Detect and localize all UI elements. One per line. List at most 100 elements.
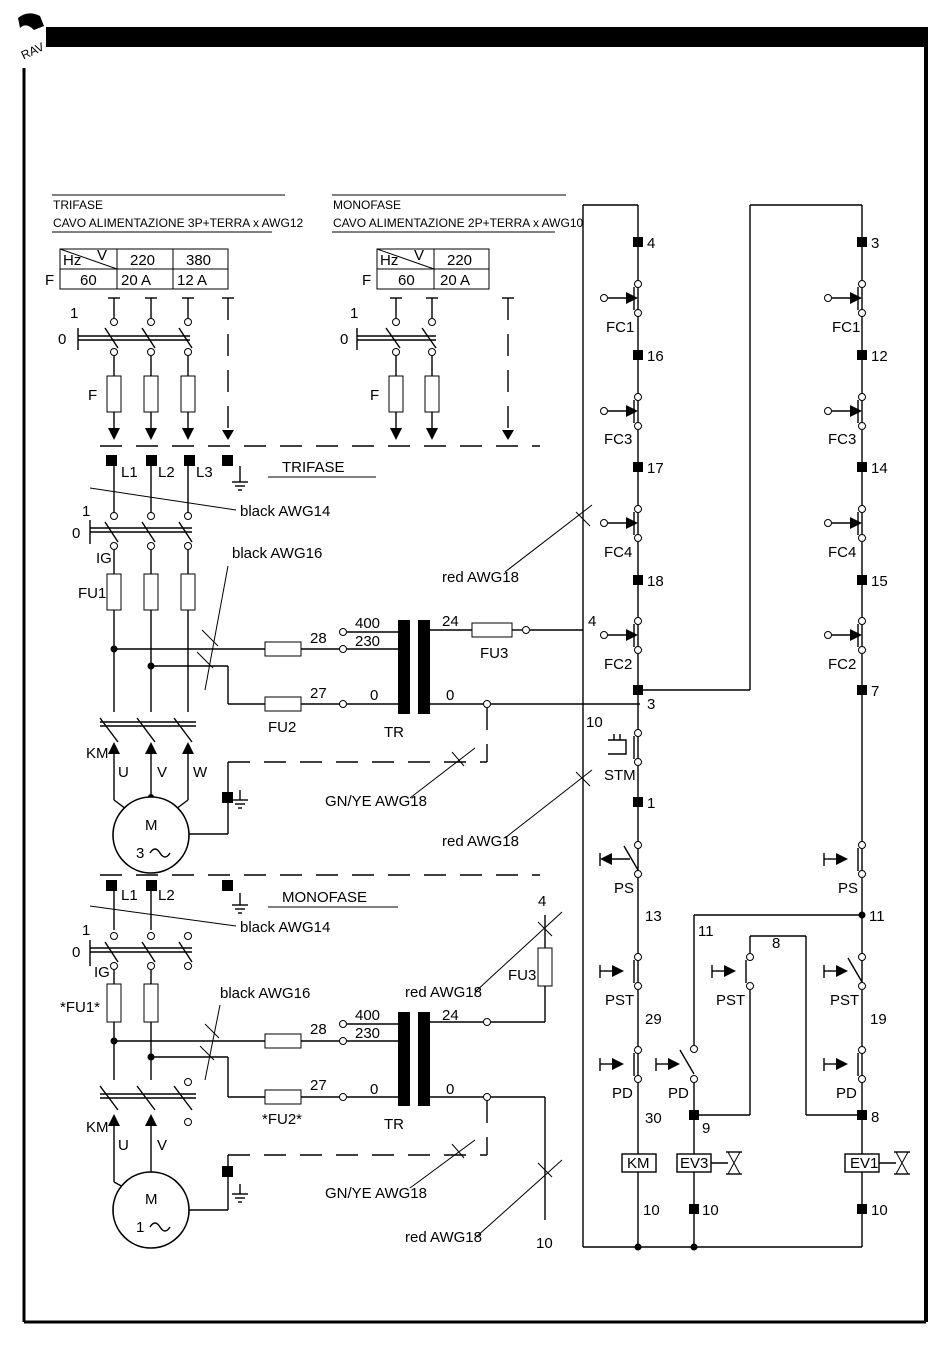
label-ladder-left-n29: 29 [645, 1011, 662, 1028]
trifase-pole-2 [141, 297, 159, 440]
wire-circle [858, 393, 866, 401]
label-ladder-right-nodes-0: 12 [871, 348, 888, 365]
mono-phase-label-l2: L2 [158, 887, 175, 904]
wire-circle [184, 932, 192, 940]
label-components-U: U [118, 764, 129, 781]
wire-circle [634, 982, 642, 990]
label-transformer-s0: 0 [446, 687, 454, 704]
wire-line [89, 487, 237, 511]
wire-rect [398, 620, 410, 714]
label-ladder-left-nodes-1: 17 [647, 460, 664, 477]
wire-circle [184, 962, 192, 970]
logo-text: RAV [19, 40, 46, 63]
wire-circle [634, 534, 642, 542]
wire-rect [222, 880, 233, 891]
label-ladder-right-n8: 8 [871, 1109, 879, 1126]
cable-red18-monofase-bottom: red AWG18 [405, 1229, 482, 1246]
label-components-zero: 0 [72, 944, 80, 961]
wire-polygon [626, 405, 638, 417]
wire-circle [690, 1045, 698, 1053]
wire-rect [46, 27, 926, 47]
label-components-V: V [157, 764, 167, 781]
label-components-M: M [145, 817, 158, 834]
label-components-one: 1 [82, 503, 90, 520]
label-components-FU1: FU1 [78, 585, 106, 602]
wire-rect [633, 462, 643, 472]
trifase-circuit: L1 L2 L3 TRIFASE black AWG14 1 0 IG [72, 455, 640, 876]
wire-circle [522, 626, 530, 634]
wire-circle [746, 982, 754, 990]
wire-circle [690, 1075, 698, 1083]
label-transformer-p1: 400 [355, 1007, 380, 1024]
label-ladder-left-top_num: 4 [647, 235, 655, 252]
wire-polygon [222, 430, 234, 440]
fuse-table-trifase-v: V [97, 247, 107, 264]
wire-circle [858, 953, 866, 961]
wire-polygon [626, 517, 638, 529]
wire-circle [858, 841, 866, 849]
phase-label-l2: L2 [158, 464, 175, 481]
label-components-M: M [145, 1191, 158, 1208]
wire-circle [184, 542, 192, 550]
wire-line [104, 521, 119, 543]
label-components-one: 1 [70, 305, 78, 322]
wire-rect [106, 983, 122, 1023]
wire-circle [634, 1243, 642, 1251]
limit-switch-fc2-left: FC2 [600, 617, 642, 673]
wire-rect [857, 462, 867, 472]
wire-polygon [182, 428, 194, 440]
wire-circle [600, 631, 608, 639]
wire-circle [392, 318, 400, 326]
wire-polygon [145, 428, 157, 440]
wire-rect [857, 685, 867, 695]
wire-rect [146, 455, 157, 466]
wire-rect [621, 1153, 657, 1173]
wire-circle [339, 700, 347, 708]
label-components-zero: 0 [72, 525, 80, 542]
label-ladder-right-switches-3: FC2 [828, 656, 856, 673]
wire-circle [858, 911, 866, 919]
wire-line [178, 327, 193, 349]
label-components-phase1: 1 [136, 1219, 144, 1236]
wire-rect [418, 620, 430, 714]
wire-polygon [502, 430, 514, 440]
wire-rect [264, 1089, 302, 1105]
wire-line [104, 941, 119, 963]
wire-circle [634, 280, 642, 288]
fuse-table-monofase-a20: 20 A [440, 272, 470, 289]
wire-polygon [108, 1114, 120, 1126]
wire-line [141, 327, 156, 349]
label-ladder-middle-n9: 9 [702, 1120, 710, 1137]
wire-circle [147, 318, 155, 326]
label-ladder-left-node3: 3 [647, 696, 655, 713]
label-transformer-w27: 27 [310, 685, 327, 702]
wire-line [199, 1045, 215, 1061]
wire-line [474, 1159, 563, 1239]
wire-rect [633, 237, 643, 247]
wire-line [537, 1162, 553, 1178]
label-ladder-right-pst: PST [830, 992, 859, 1009]
limit-switch-fc1-right: FC1 [824, 280, 866, 336]
wire-line [451, 751, 465, 767]
wire-circle [483, 700, 491, 708]
wire-circle [339, 1020, 347, 1028]
wire-polygon [895, 1151, 909, 1165]
limit-switch-fc3-left: FC3 [600, 393, 642, 448]
label-transformer-w0: 0 [370, 687, 378, 704]
wire-line [409, 747, 476, 799]
wire-path [608, 734, 627, 755]
wire-line [178, 521, 193, 543]
wire-circle [110, 932, 118, 940]
wire-rect [633, 685, 643, 695]
wire-line [409, 1139, 476, 1189]
cable-gnye18-trifase: GN/YE AWG18 [325, 793, 427, 810]
label-transformer-s0: 0 [446, 1081, 454, 1098]
limit-switch-fc4-left: FC4 [600, 505, 642, 561]
fuse-table-trifase-hz: Hz [63, 252, 81, 269]
wire-rect [106, 573, 122, 611]
wire-polygon [600, 853, 612, 865]
cable-black16-monofase: black AWG16 [220, 985, 310, 1002]
label-ladder-left-node1: 1 [647, 795, 655, 812]
wire-line [104, 327, 119, 349]
phase-label-l1: L1 [121, 464, 138, 481]
